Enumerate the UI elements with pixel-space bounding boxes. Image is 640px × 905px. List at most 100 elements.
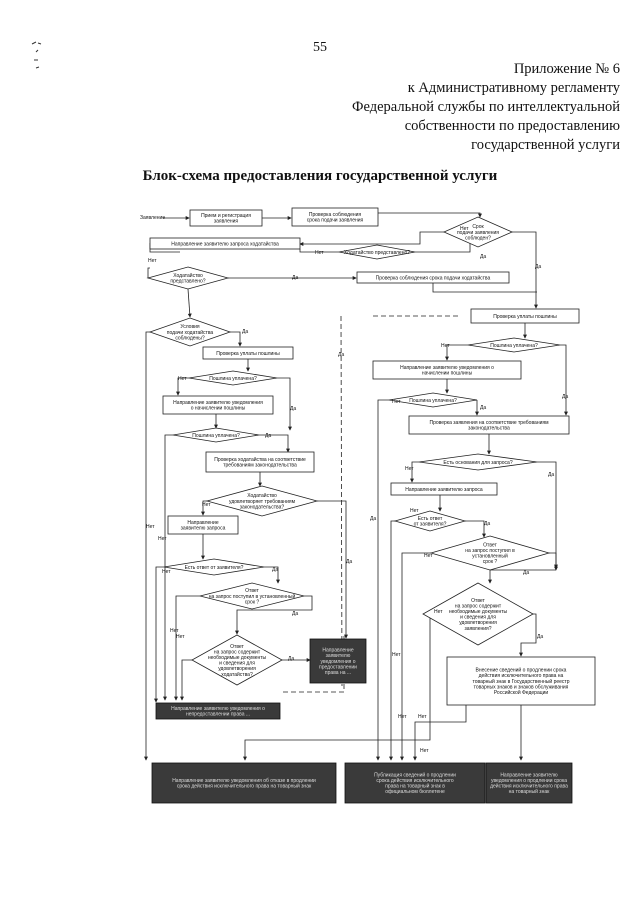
connector [410,461,419,483]
label-no: Нет [146,524,155,530]
b3-text-0: Направление заявителю запроса ходатайств… [171,240,279,247]
r1-text-0: Направление [322,648,353,654]
d9-text-0: Есть основания для запроса? [443,460,512,466]
start-label: Заявление [140,215,165,221]
connector [519,613,537,657]
d12-decision [429,535,551,571]
label-no: Нет [162,569,171,575]
b5-box [470,308,580,324]
b11-box [390,482,498,496]
r5-box [485,762,573,804]
connector [400,552,431,761]
r4-text-1: срока действия исключительного [376,777,453,784]
d11-text-1: от заявителя? [414,522,447,528]
label-no: Нет [434,609,443,615]
d9-decision [418,453,538,471]
connector [445,344,468,361]
r1-text-1: заявителю [326,653,351,659]
b1-text-1: заявления [214,219,239,225]
r4-text-3: официальном бюллетене [385,789,445,795]
r5-text-2: действия исключительного права [490,783,568,790]
r1-box [309,638,367,684]
d2-decision [338,244,416,260]
d16-text-4: удовлетворения [218,666,256,672]
b1-box [189,209,263,227]
r2-text-1: непредоставлении права ... [186,712,250,718]
label-yes: Да [265,433,271,439]
d3-decision [146,266,230,290]
label-yes: Да [346,559,352,565]
d12-text-0: Ответ [483,542,497,548]
b9-text-1: законодательства [468,426,510,432]
d1-decision [443,216,513,248]
d10-text-0: Ходатайство [247,492,277,499]
appendix-line-1: Приложение № 6 [513,61,620,77]
r5-text-3: на товарный знак [509,788,550,795]
r3-text-1: срока действия исключительного права на … [177,783,312,790]
r3-text-0: Направление заявителю уведомления об отк… [172,778,316,784]
d5-decision [188,370,278,386]
r4-text-0: Публикация сведений о продлении [374,771,456,778]
d1-text-2: соблюден? [465,235,491,241]
label-yes: Да [370,516,376,522]
connector [235,595,313,635]
label-no: Нет [460,226,469,232]
connector [277,377,292,431]
d15-text-1: на запрос содержит [455,603,502,609]
b13-box [446,656,596,706]
label-yes: Да [290,406,296,412]
appendix-line-2: к Административному регламенту [407,80,620,96]
b7-text-1: начислении пошлины [422,371,473,377]
r2-text-0: Направление заявителю уведомления о [171,706,265,712]
d6-text-0: Пошлина уплачена? [192,433,240,439]
b4-box [356,271,510,284]
d15-decision [422,582,534,646]
b13-text-4: Российской Федерации [494,689,549,696]
label-no: Нет [420,748,429,754]
d1-text-1: подачи заявления [457,230,499,236]
d14-decision [199,582,305,610]
connector [230,331,242,347]
d5-text-0: Пошлина уплачена? [209,376,257,382]
b6-box [202,346,294,360]
label-yes: Да [292,275,298,281]
d3-text-1: представлено? [170,279,205,285]
d10-text-2: законодательства? [240,504,285,510]
label-no: Нет [315,250,324,256]
label-no: Нет [418,714,427,720]
diagram-title: Блок-схема предоставления государственно… [142,168,498,184]
b2-text-1: срока подачи заявления [307,218,364,224]
label-yes: Да [288,656,294,662]
label-no: Нет [405,466,414,472]
b9-box [408,415,570,435]
b12-text-0: Направление [187,520,218,526]
margin-scribbles [31,41,42,69]
d11-decision [393,510,467,532]
connector [549,552,558,571]
label-no: Нет [176,634,185,640]
label-no: Нет [398,714,407,720]
connector [176,377,189,396]
d16-text-2: необходимые документы [208,655,267,661]
d6-decision [172,427,260,443]
connector [537,461,558,569]
page-number: 55 [313,40,327,55]
appendix-line-4: собственности по предоставлению [404,118,620,134]
b13-text-3: товарных знаков и знаков обслуживания [474,684,569,690]
d4-text-0: Условия [180,324,200,330]
b10-box [205,451,315,473]
label-no: Нет [410,508,419,514]
connector [147,267,150,278]
label-yes: Да [535,264,541,270]
connector [560,344,568,416]
connector [317,500,348,639]
connector [180,659,192,701]
label-yes: Да [537,634,543,640]
b4-text-0: Проверка соблюдения срока подачи ходатай… [376,274,491,281]
label-yes: Да [548,472,554,478]
connector [163,434,173,701]
d16-text-0: Ответ [230,644,244,650]
r5-text-1: уведомления о продлении срока [491,778,567,784]
b2-text-0: Проверка соблюдения [309,212,362,218]
